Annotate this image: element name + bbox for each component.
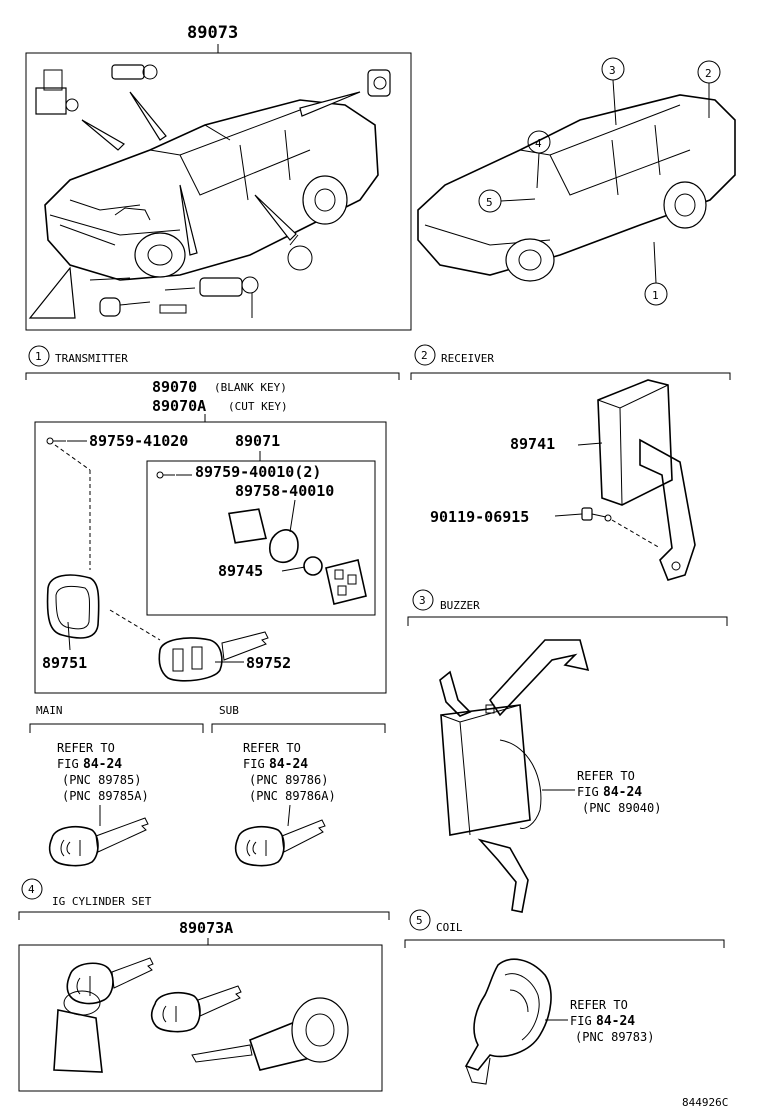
section-header-ig-cylinder: 4 IG CYLINDER SET xyxy=(18,878,390,920)
part-89759-41020: 89759-41020 xyxy=(89,432,188,450)
part-89741: 89741 xyxy=(510,435,555,453)
section-header-receiver: 2 RECEIVER xyxy=(410,344,731,380)
case-assy-frame xyxy=(146,460,376,616)
door-lock-sketch xyxy=(111,64,158,80)
main-pnc-2: (PNC 89785A) xyxy=(62,789,149,803)
svg-text:3: 3 xyxy=(419,594,426,607)
transmitter-sketch xyxy=(28,266,196,319)
button-pad-icon xyxy=(325,559,367,605)
main-key-icon xyxy=(48,817,149,867)
ig-key-icon xyxy=(150,985,242,1033)
section-header-main: MAIN xyxy=(29,704,204,733)
main-fig-ref: 84-24 xyxy=(83,757,122,772)
drawing-code: 844926C xyxy=(682,1096,728,1109)
callout-5: 5 xyxy=(478,189,536,213)
screw-icon xyxy=(46,437,87,445)
svg-text:4: 4 xyxy=(535,137,542,150)
part-89070: 89070 xyxy=(152,378,197,396)
svg-text:TRANSMITTER: TRANSMITTER xyxy=(55,352,128,365)
svg-text:COIL: COIL xyxy=(436,921,463,934)
svg-text:3: 3 xyxy=(609,64,616,77)
svg-text:SUB: SUB xyxy=(219,704,239,717)
coil-icon xyxy=(464,958,552,1085)
part-89745: 89745 xyxy=(218,562,263,580)
assembly-number: 89073 xyxy=(187,23,238,43)
svg-text:MAIN: MAIN xyxy=(36,704,63,717)
rear-lock-sketch xyxy=(367,69,391,97)
screw-small-icon xyxy=(156,471,192,479)
sub-pnc-1: (PNC 89786) xyxy=(249,773,328,787)
bolt-icon xyxy=(581,507,612,522)
part-90119-06915: 90119-06915 xyxy=(430,508,529,526)
gasket-icon xyxy=(228,508,299,564)
callout-3: 3 xyxy=(601,57,625,126)
part-89071: 89071 xyxy=(235,432,280,450)
sub-fig-ref: 84-24 xyxy=(269,757,308,772)
coil-fig-prefix: FIG xyxy=(570,1014,592,1028)
sub-fig-prefix: FIG xyxy=(243,757,265,771)
key-89752-icon xyxy=(158,631,269,682)
ig-cylinder-frame xyxy=(18,944,383,1092)
svg-text:5: 5 xyxy=(416,914,423,927)
vehicle-drawing-left xyxy=(44,99,379,281)
svg-text:5: 5 xyxy=(486,196,493,209)
receiver-icon xyxy=(597,379,696,581)
sub-refer-to: REFER TO xyxy=(243,741,301,755)
buzzer-icon xyxy=(439,639,590,913)
svg-text:1: 1 xyxy=(652,289,659,302)
main-fig-prefix: FIG xyxy=(57,757,79,771)
receiver-sketch xyxy=(35,69,79,115)
callout-1: 1 xyxy=(644,241,668,306)
section-header-sub: SUB xyxy=(211,704,386,733)
svg-text:1: 1 xyxy=(35,350,42,363)
part-89073a: 89073A xyxy=(179,919,233,937)
pointer-arrows xyxy=(81,91,361,256)
main-pnc-1: (PNC 89785) xyxy=(62,773,141,787)
cover-icon xyxy=(46,574,100,639)
buzzer-pnc: (PNC 89040) xyxy=(582,801,661,815)
svg-text:RECEIVER: RECEIVER xyxy=(441,352,494,365)
ig-cylinder-icon xyxy=(191,997,349,1071)
main-refer-to: REFER TO xyxy=(57,741,115,755)
battery-icon xyxy=(303,556,323,576)
coil-fig-ref: 84-24 xyxy=(596,1014,635,1029)
callout-2: 2 xyxy=(697,60,721,118)
part-89759-40010: 89759-40010(2) xyxy=(195,463,321,481)
svg-text:2: 2 xyxy=(705,67,712,80)
ig-key-tag-icon xyxy=(53,957,154,1073)
part-89758-40010: 89758-40010 xyxy=(235,482,334,500)
buzzer-refer-to: REFER TO xyxy=(577,769,635,783)
part-89070-note: (BLANK KEY) xyxy=(214,381,287,394)
key-fob-sketch xyxy=(287,234,313,271)
transmitter-frame xyxy=(34,421,387,694)
part-89070a: 89070A xyxy=(152,397,206,415)
buzzer-fig-ref: 84-24 xyxy=(603,785,642,800)
section-header-coil: 5 COIL xyxy=(404,909,725,948)
sub-pnc-2: (PNC 89786A) xyxy=(249,789,336,803)
coil-refer-to: REFER TO xyxy=(570,998,628,1012)
svg-text:IG CYLINDER SET: IG CYLINDER SET xyxy=(52,895,152,908)
section-header-transmitter: 1 TRANSMITTER xyxy=(25,345,400,380)
part-89070a-note: (CUT KEY) xyxy=(228,400,288,413)
ig-cylinder-sketch xyxy=(199,276,259,318)
part-89752: 89752 xyxy=(246,654,291,672)
svg-text:4: 4 xyxy=(28,883,35,896)
buzzer-fig-prefix: FIG xyxy=(577,785,599,799)
part-89751: 89751 xyxy=(42,654,87,672)
callout-4: 4 xyxy=(527,130,551,189)
sub-key-icon xyxy=(234,819,326,867)
vehicle-drawing-right xyxy=(417,94,736,282)
svg-text:BUZZER: BUZZER xyxy=(440,599,480,612)
section-header-buzzer: 3 BUZZER xyxy=(407,589,728,626)
assembly-frame xyxy=(25,52,412,331)
coil-pnc: (PNC 89783) xyxy=(575,1030,654,1044)
svg-text:2: 2 xyxy=(421,349,428,362)
